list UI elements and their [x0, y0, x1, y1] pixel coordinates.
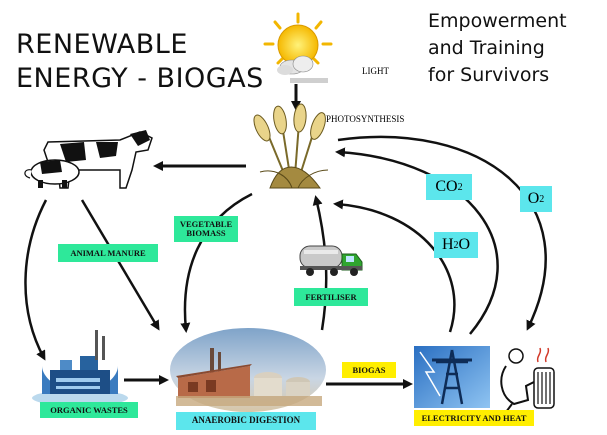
subtitle: Empowerment and Training for Survivors — [428, 8, 567, 89]
person-with-heater-icon — [500, 347, 555, 413]
organic-wastes-box: ORGANIC WASTES — [40, 402, 138, 418]
cloud-shadow — [290, 78, 328, 83]
fertiliser-box: FERTILISER — [294, 288, 368, 306]
biogas-box: BIOGAS — [342, 362, 396, 378]
wheat-icon — [253, 103, 329, 189]
main-title: RENEWABLE ENERGY - BIOGAS — [16, 28, 264, 96]
co2-sub: 2 — [457, 181, 463, 193]
subtitle-line1: Empowerment — [428, 10, 567, 32]
tanker-truck-icon — [299, 245, 363, 276]
electricity-and-heat-label: ELECTRICITY AND HEAT — [421, 412, 527, 423]
arrow-h2o-to-plants — [333, 199, 456, 333]
power-tower-icon — [414, 346, 490, 408]
arrow-vegetable-biomass-to-digestion — [180, 192, 253, 333]
arrow-o2-to-electricity — [337, 135, 547, 331]
vegetable-biomass-label-line1: VEGETABLE — [179, 219, 233, 230]
digester-plant-photo — [170, 328, 326, 412]
arrow-animal-manure-to-digestion — [80, 199, 160, 331]
co2-base: CO — [435, 178, 458, 195]
main-title-line2: ENERGY - BIOGAS — [16, 63, 264, 94]
fertiliser-label: FERTILISER — [305, 291, 357, 302]
factory-icon — [32, 330, 128, 406]
h2o-base: H — [441, 236, 454, 253]
label-light: LIGHT — [362, 66, 389, 76]
arrow-animals-to-organic-wastes — [24, 199, 48, 361]
animal-manure-label: ANIMAL MANURE — [70, 247, 146, 258]
h2o-sub: 2 — [453, 239, 459, 251]
vegetable-biomass-box: VEGETABLE BIOMASS — [174, 216, 238, 242]
arrow-co2-to-plants — [335, 147, 499, 335]
cow-and-pig-icon — [24, 130, 153, 189]
sun-with-cloud-icon — [263, 12, 333, 75]
main-title-line1: RENEWABLE — [16, 29, 188, 60]
anaerobic-digestion-box: ANAEROBIC DIGESTION — [176, 412, 316, 430]
subtitle-line2: and Training — [428, 37, 545, 59]
o2-sub: 2 — [539, 193, 545, 205]
label-photosynthesis: PHOTOSYNTHESIS — [326, 114, 405, 124]
biogas-label: BIOGAS — [352, 364, 386, 375]
o2-base: O — [527, 190, 540, 207]
vegetable-biomass-label-line2: BIOMASS — [186, 228, 226, 238]
organic-wastes-label: ORGANIC WASTES — [50, 404, 128, 415]
anaerobic-digestion-label: ANAEROBIC DIGESTION — [191, 415, 301, 426]
h2o-end: O — [458, 236, 471, 253]
subtitle-line3: for Survivors — [428, 64, 550, 86]
animal-manure-box: ANIMAL MANURE — [58, 244, 158, 262]
electricity-and-heat-box: ELECTRICITY AND HEAT — [414, 410, 534, 426]
